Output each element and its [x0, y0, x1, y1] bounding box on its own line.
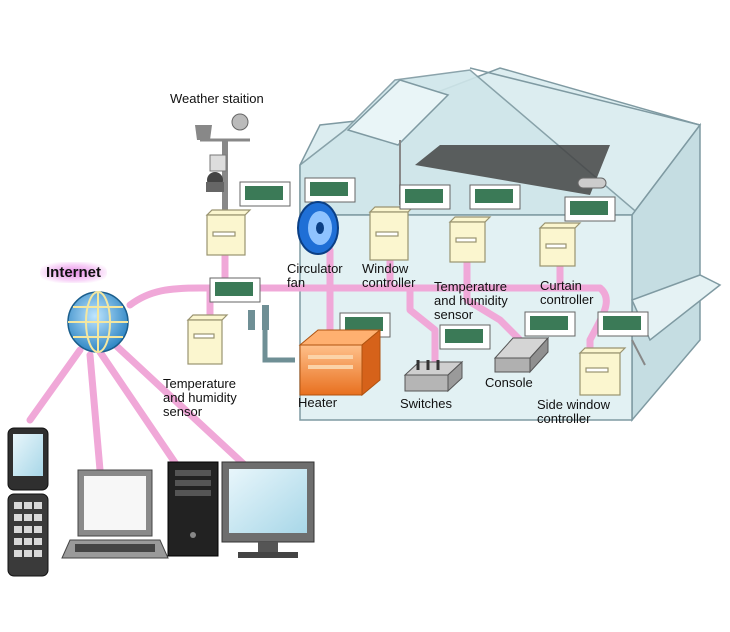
antenna-pipe	[248, 305, 295, 363]
board-sensor-inside	[469, 184, 521, 210]
weather-controller-box	[205, 209, 252, 256]
board-switches	[439, 324, 491, 350]
board-console	[524, 311, 576, 337]
window-controller-box	[368, 206, 415, 261]
weather-station	[195, 113, 250, 215]
board-curtain	[564, 196, 616, 222]
weather-station-label: Weather staition	[170, 91, 264, 106]
curtain-controller-box	[538, 222, 582, 267]
curtain-controller-label: Curtain controller	[540, 278, 594, 307]
window-controller-label: Window controller	[362, 261, 416, 290]
mobile-phone-icon	[7, 427, 49, 577]
switches-panel	[403, 360, 464, 393]
heater-label: Heater	[298, 395, 338, 410]
inside-temp-humidity-sensor-label: Temperature and humidity sensor	[434, 279, 508, 322]
inside-sensor-box	[448, 216, 492, 263]
heater	[298, 328, 382, 397]
switches-label: Switches	[400, 396, 453, 411]
side-window-controller-box	[578, 347, 627, 396]
globe-icon	[67, 291, 129, 353]
side-window-controller-label: Side window controller	[537, 397, 610, 426]
desktop-tower-icon	[167, 461, 219, 557]
circulator-fan-label: Circulator fan	[287, 261, 343, 290]
outside-sensor-box	[186, 314, 229, 365]
board-weather	[239, 181, 291, 207]
monitor-icon	[221, 461, 315, 558]
board-side-window	[597, 311, 649, 337]
console-label: Console	[485, 375, 533, 390]
internet-label: Internet	[40, 262, 108, 283]
board-fan	[304, 177, 356, 203]
console-panel	[493, 336, 550, 374]
laptop-icon	[61, 469, 169, 559]
board-window	[399, 184, 451, 210]
outside-temp-humidity-sensor-label: Temperature and humidity sensor	[163, 376, 237, 419]
network-lines	[26, 246, 610, 474]
circulator-fan	[297, 201, 339, 255]
controller-boxes	[186, 206, 627, 396]
board-hub	[209, 277, 261, 303]
